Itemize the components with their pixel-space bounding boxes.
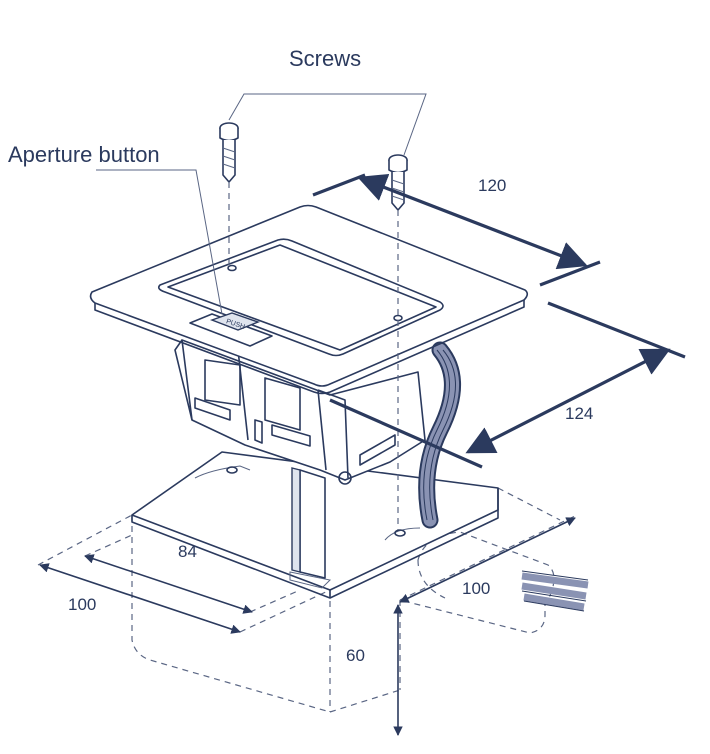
- top-cover-plate: PUSH: [89, 204, 529, 395]
- callout-leaders: [96, 93, 427, 315]
- dim-box-side: 100: [462, 579, 490, 598]
- support-column: [291, 467, 326, 579]
- screws-label: Screws: [289, 46, 361, 71]
- dim-box-height: 60: [346, 646, 365, 665]
- dim-box-front-outer: 100: [68, 595, 96, 614]
- aperture-button: PUSH: [189, 312, 273, 347]
- socket-housing: [174, 339, 426, 485]
- cable-bundle: [418, 341, 589, 612]
- aperture-button-label: Aperture button: [8, 142, 160, 167]
- dim-top-depth: 124: [565, 404, 593, 423]
- dim-top-width: 120: [478, 176, 506, 195]
- screw-left: [219, 122, 239, 265]
- dimension-lines: [39, 173, 686, 736]
- dim-box-front-inner: 84: [178, 542, 197, 561]
